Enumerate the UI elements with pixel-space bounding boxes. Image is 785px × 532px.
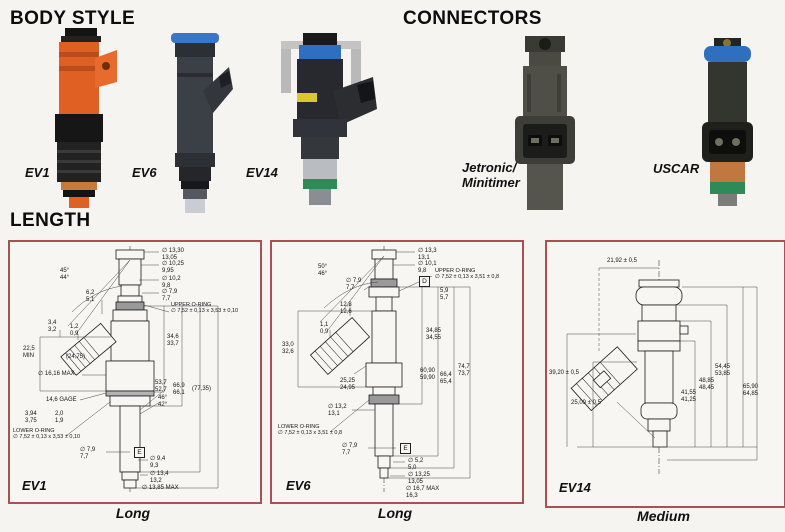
ev6-diagram (297, 246, 471, 492)
dim-w-top: 21,92 ± 0,5 (607, 258, 637, 264)
ev14-diagram (566, 260, 758, 474)
dim-g5: 25,25 24,95 (340, 378, 356, 391)
dim-len2: 60,90 59,90 (420, 368, 436, 381)
datum-e-box: E (400, 443, 411, 454)
ev14-panel-name: EV14 (559, 480, 591, 495)
dim-angle-tip: 46° 42° (158, 395, 168, 408)
dim-d6: ∅ 5,2 5,0 (408, 458, 424, 471)
ev6-length-panel: 50° 46° ∅ 13,3 13,1 ∅ 10,1 9,8 D ∅ 7,9 7… (270, 240, 524, 504)
ev14-injector-photo (273, 33, 377, 216)
dim-upper-oring: UPPER O-RING ∅ 7,52 ± 0,13 x 3,51 ± 0,8 (435, 268, 500, 280)
dim-d4: ∅ 13,2 13,1 (328, 404, 347, 417)
dim-h-left2: 25,09 ± 0,5 (571, 400, 601, 406)
ev1-label: EV1 (25, 165, 50, 180)
dim-g4: 3,94 3,75 (25, 411, 37, 424)
dim-d1: ∅ 13,3 13,1 (418, 248, 437, 261)
dim-d7: ∅ 13,25 13,05 (408, 472, 430, 485)
dim-len4: (77,35) (192, 386, 212, 392)
length-heading: LENGTH (10, 210, 91, 231)
dim-gage: 14,6 GAGE (46, 397, 77, 403)
dim-dmax: ∅ 16,16 MAX (38, 371, 75, 377)
dim-d5: ∅ 7,9 7,7 (342, 443, 358, 456)
dim-angle-top: 45° 44° (60, 268, 70, 281)
dim-angle-top: 50° 46° (318, 264, 328, 277)
dim-len3: 66,4 65,4 (440, 372, 452, 385)
dim-g3: 33,0 32,6 (282, 342, 294, 355)
dim-len3: 66,9 66,1 (173, 383, 185, 396)
datum-e-box: E (134, 447, 145, 458)
dim-h-left: 39,20 ± 0,5 (549, 370, 579, 376)
dim-d2: ∅ 10,25 9,95 (162, 261, 184, 274)
dim-d5: ∅ 7,9 7,7 (80, 447, 96, 460)
ev1-caption: Long (115, 505, 151, 521)
dim-len1: 34,85 34,55 (426, 328, 442, 341)
dim-lower-oring: LOWER O-RING ∅ 7,52 ± 0,13 x 3,51 ± 0,8 (278, 424, 343, 436)
dim-g5: 2,0 1,9 (55, 411, 64, 424)
ev6-caption: Long (377, 505, 413, 521)
dim-d7: ∅ 13,4 13,2 (150, 471, 169, 484)
dim-lower-oring: LOWER O-RING ∅ 7,52 ± 0,13 x 3,53 ± 0,10 (13, 428, 81, 440)
ev1-panel-name: EV1 (22, 478, 47, 493)
dim-d8: ∅ 13,85 MAX (142, 485, 179, 491)
dim-d6: ∅ 9,4 9,3 (150, 456, 166, 469)
dim-min: 22,5 MIN (23, 346, 35, 359)
ev1-diagram (39, 246, 219, 492)
dim-len3: 54,45 53,85 (715, 364, 731, 377)
ev14-label: EV14 (246, 165, 278, 180)
dim-len1: 41,55 41,25 (681, 390, 697, 403)
dim-g4: 1,1 0,9 (320, 322, 329, 335)
dim-g2: 3,4 3,2 (48, 320, 57, 333)
ev14-length-panel: 21,92 ± 0,5 39,20 ± 0,5 25,09 ± 0,5 41,5… (545, 240, 785, 508)
dim-len1: 34,6 33,7 (167, 334, 179, 347)
dim-g1: 5,9 5,7 (440, 288, 449, 301)
ev1-injector-photo (45, 28, 117, 213)
uscar-label: USCAR (653, 161, 700, 176)
dim-len2: 53,7 52,7 (155, 380, 167, 393)
dim-d3: ∅ 10,2 9,8 (162, 276, 181, 289)
dim-len2: 48,85 48,45 (699, 378, 715, 391)
dim-g3: 1,2 0,9 (70, 324, 79, 337)
dim-d8: ∅ 16,7 MAX 16,3 (406, 486, 440, 499)
dim-ref: (24,75) (66, 354, 86, 360)
ev14-caption: Medium (637, 508, 690, 524)
dim-g1: 6,2 5,1 (86, 290, 95, 303)
datum-d-box: D (419, 276, 430, 287)
dim-len4: 65,90 64,85 (743, 384, 759, 397)
ev6-label: EV6 (132, 165, 157, 180)
ev6-panel-name: EV6 (286, 478, 311, 493)
dim-g2: 12,8 12,6 (340, 302, 352, 315)
dim-upper-oring: UPPER O-RING ∅ 7,52 ± 0,13 x 3,53 ± 0,10 (171, 302, 239, 314)
dim-d2: ∅ 10,1 9,8 (418, 261, 437, 274)
dim-len4: 74,7 73,7 (458, 364, 470, 377)
dim-d1: ∅ 13,30 13,05 (162, 248, 184, 261)
body-style-heading: BODY STYLE (10, 8, 136, 29)
jetronic-label: Jetronic/ Minitimer (462, 160, 520, 190)
ev6-injector-photo (157, 33, 233, 220)
jetronic-connector-photo (513, 36, 577, 215)
dim-d4: ∅ 7,9 7,7 (162, 289, 178, 302)
uscar-connector-photo (702, 38, 753, 213)
ev1-length-panel: 45° 44° ∅ 13,30 13,05 ∅ 10,25 9,95 ∅ 10,… (8, 240, 262, 504)
dim-d3: ∅ 7,9 7,7 (346, 278, 362, 291)
connectors-heading: CONNECTORS (403, 8, 542, 29)
